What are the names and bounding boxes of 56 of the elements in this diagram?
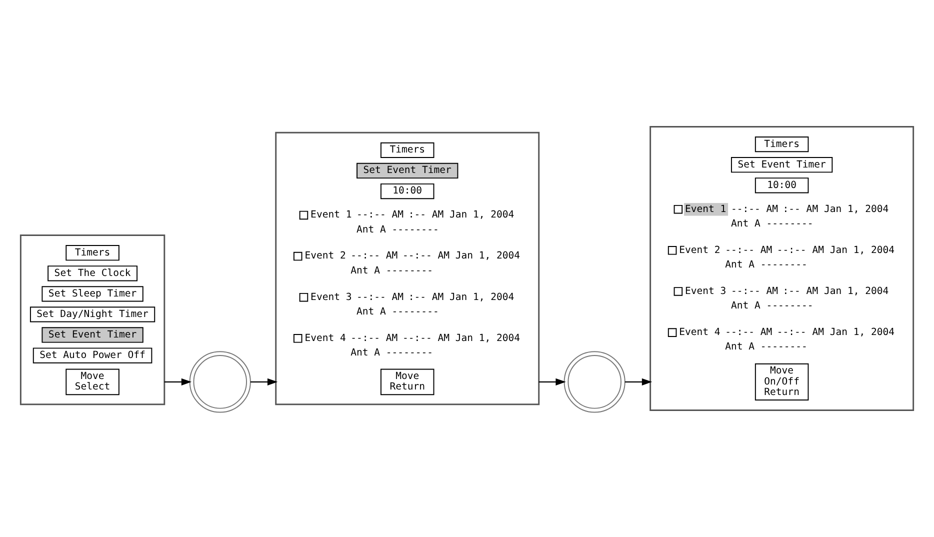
label: Event 2 <box>679 244 720 256</box>
label: Ant A -------- <box>725 342 808 353</box>
label: Event 1 <box>685 204 726 215</box>
label: Event 3 <box>310 292 352 303</box>
label: Ant A -------- <box>725 260 808 271</box>
label: --:-- AM <box>725 326 772 338</box>
cluster <box>275 132 540 406</box>
label: Event 3 <box>685 286 726 297</box>
node-picture <box>564 351 626 413</box>
label: Ant A -------- <box>356 306 439 318</box>
label: Ant A -------- <box>350 265 433 276</box>
node-picture <box>189 351 251 413</box>
label: --:-- AM <box>356 292 404 303</box>
node-box: Set Event Timer <box>356 162 458 179</box>
label: --:-- AM Jan 1, 2004 <box>776 326 895 338</box>
label: :-- AM Jan 1, 2004 <box>782 286 889 297</box>
label: Ant A -------- <box>356 224 439 236</box>
arrow <box>164 378 192 386</box>
node-box: Set The Clock <box>48 266 138 282</box>
label: :-- AM Jan 1, 2004 <box>782 204 889 215</box>
node-box: Move Return <box>380 368 434 396</box>
label: Ant A -------- <box>730 218 814 230</box>
label: Event 4 <box>304 332 346 344</box>
node-box: Set Event Timer <box>730 157 833 173</box>
label: --:-- AM <box>730 204 778 215</box>
node-box: Set Day/Night Timer <box>30 306 156 322</box>
arrow <box>538 378 566 386</box>
label: --:-- AM <box>350 250 398 262</box>
node-box: Timers <box>380 142 434 158</box>
label: --:-- AM Jan 1, 2004 <box>402 332 520 344</box>
cluster <box>20 234 166 406</box>
node-box: Set Event Timer <box>42 327 144 343</box>
node-box: Set Sleep Timer <box>42 286 144 302</box>
label: Event 2 <box>304 250 346 262</box>
arrow <box>250 378 278 386</box>
label: Event 1 <box>310 210 352 221</box>
node-box: Timers <box>66 245 120 261</box>
node-box: Move Select <box>66 368 120 396</box>
label: --:-- AM <box>350 332 398 344</box>
label: Event 4 <box>679 326 720 338</box>
label: Ant A -------- <box>350 348 433 359</box>
label: :-- AM Jan 1, 2004 <box>408 210 514 221</box>
cluster <box>650 126 914 411</box>
label: Ant A -------- <box>730 300 814 312</box>
node-box: Set Auto Power Off <box>32 348 152 364</box>
arrow <box>624 378 652 386</box>
label: --:-- AM Jan 1, 2004 <box>776 244 895 256</box>
node-box: Move On/Off Return <box>754 363 809 400</box>
node-box: Timers <box>754 136 809 152</box>
label: --:-- AM <box>356 210 404 221</box>
label: --:-- AM Jan 1, 2004 <box>402 250 520 262</box>
label: --:-- AM <box>730 286 778 297</box>
label: :-- AM Jan 1, 2004 <box>408 292 514 303</box>
label: --:-- AM <box>725 244 772 256</box>
node-box: 10:00 <box>380 183 434 200</box>
node-box: 10:00 <box>754 178 809 194</box>
